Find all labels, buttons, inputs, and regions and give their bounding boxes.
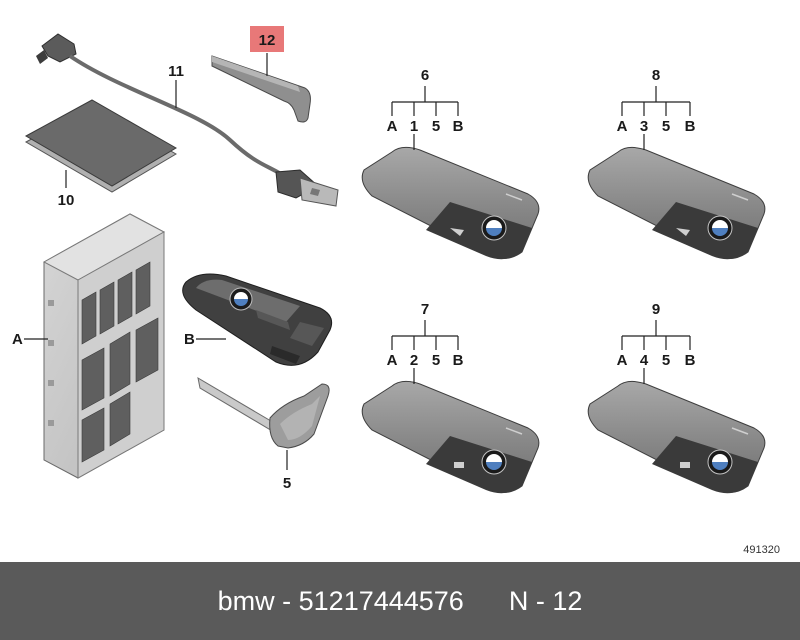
callout-8-label: 8 — [652, 67, 660, 84]
tree-8-item-5: 5 — [662, 118, 670, 135]
callout-tree-8: 8 A 3 5 B — [617, 67, 696, 150]
part-A-control-module — [42, 213, 166, 479]
tree-7-item-2: 2 — [410, 352, 418, 369]
callout-12-highlight — [250, 26, 284, 52]
footer-position: N - 12 — [508, 585, 583, 616]
tree-7-item-a: A — [387, 352, 398, 369]
tree-6-item-5: 5 — [432, 118, 440, 135]
tree-8-item-3: 3 — [640, 118, 648, 135]
callout-11-label: 11 — [168, 63, 184, 80]
display-key-8 — [587, 146, 766, 260]
tree-6-item-1: 1 — [410, 118, 418, 135]
footer-part-number: 51217444576 — [298, 585, 464, 616]
drawing-number: 491320 — [743, 544, 780, 556]
callout-12-label: 12 — [259, 32, 276, 49]
footer-separator: - — [274, 585, 299, 616]
callout-tree-9: 9 A 4 5 B — [617, 301, 696, 384]
tree-8-item-a: A — [617, 118, 628, 135]
callout-9-label: 9 — [652, 301, 660, 318]
tree-6-item-a: A — [387, 118, 398, 135]
tree-9-item-a: A — [617, 352, 628, 369]
callout-tree-7: 7 A 2 5 B — [387, 301, 464, 384]
callout-A-label: A — [12, 331, 23, 348]
part-5-emergency-key — [197, 377, 330, 449]
callout-7-label: 7 — [421, 301, 429, 318]
tree-9-item-5: 5 — [662, 352, 670, 369]
display-key-9 — [587, 380, 766, 494]
callout-10-label: 10 — [58, 192, 75, 209]
display-key-7 — [361, 380, 540, 494]
part-info-footer: bmw - 51217444576 N - 12 — [0, 562, 800, 640]
callout-tree-6: 6 A 1 5 B — [387, 67, 464, 150]
parts-diagram: 12 11 10 — [12, 26, 780, 556]
footer-brand: bmw — [217, 585, 275, 616]
tree-8-item-b: B — [685, 118, 696, 135]
callout-B-label: B — [184, 331, 195, 348]
footer-gap — [464, 586, 509, 617]
display-key-6 — [361, 146, 540, 260]
tree-7-item-5: 5 — [432, 352, 440, 369]
callout-5-label: 5 — [283, 475, 291, 492]
part-11-usb-cable — [36, 33, 339, 207]
tree-9-item-b: B — [685, 352, 696, 369]
tree-6-item-b: B — [453, 118, 464, 135]
callout-6-label: 6 — [421, 67, 429, 84]
part-10-booklet — [24, 99, 177, 193]
part-B-key-fob — [182, 273, 333, 366]
tree-7-item-b: B — [453, 352, 464, 369]
part-12-strip — [211, 55, 311, 123]
tree-9-item-4: 4 — [640, 352, 649, 369]
